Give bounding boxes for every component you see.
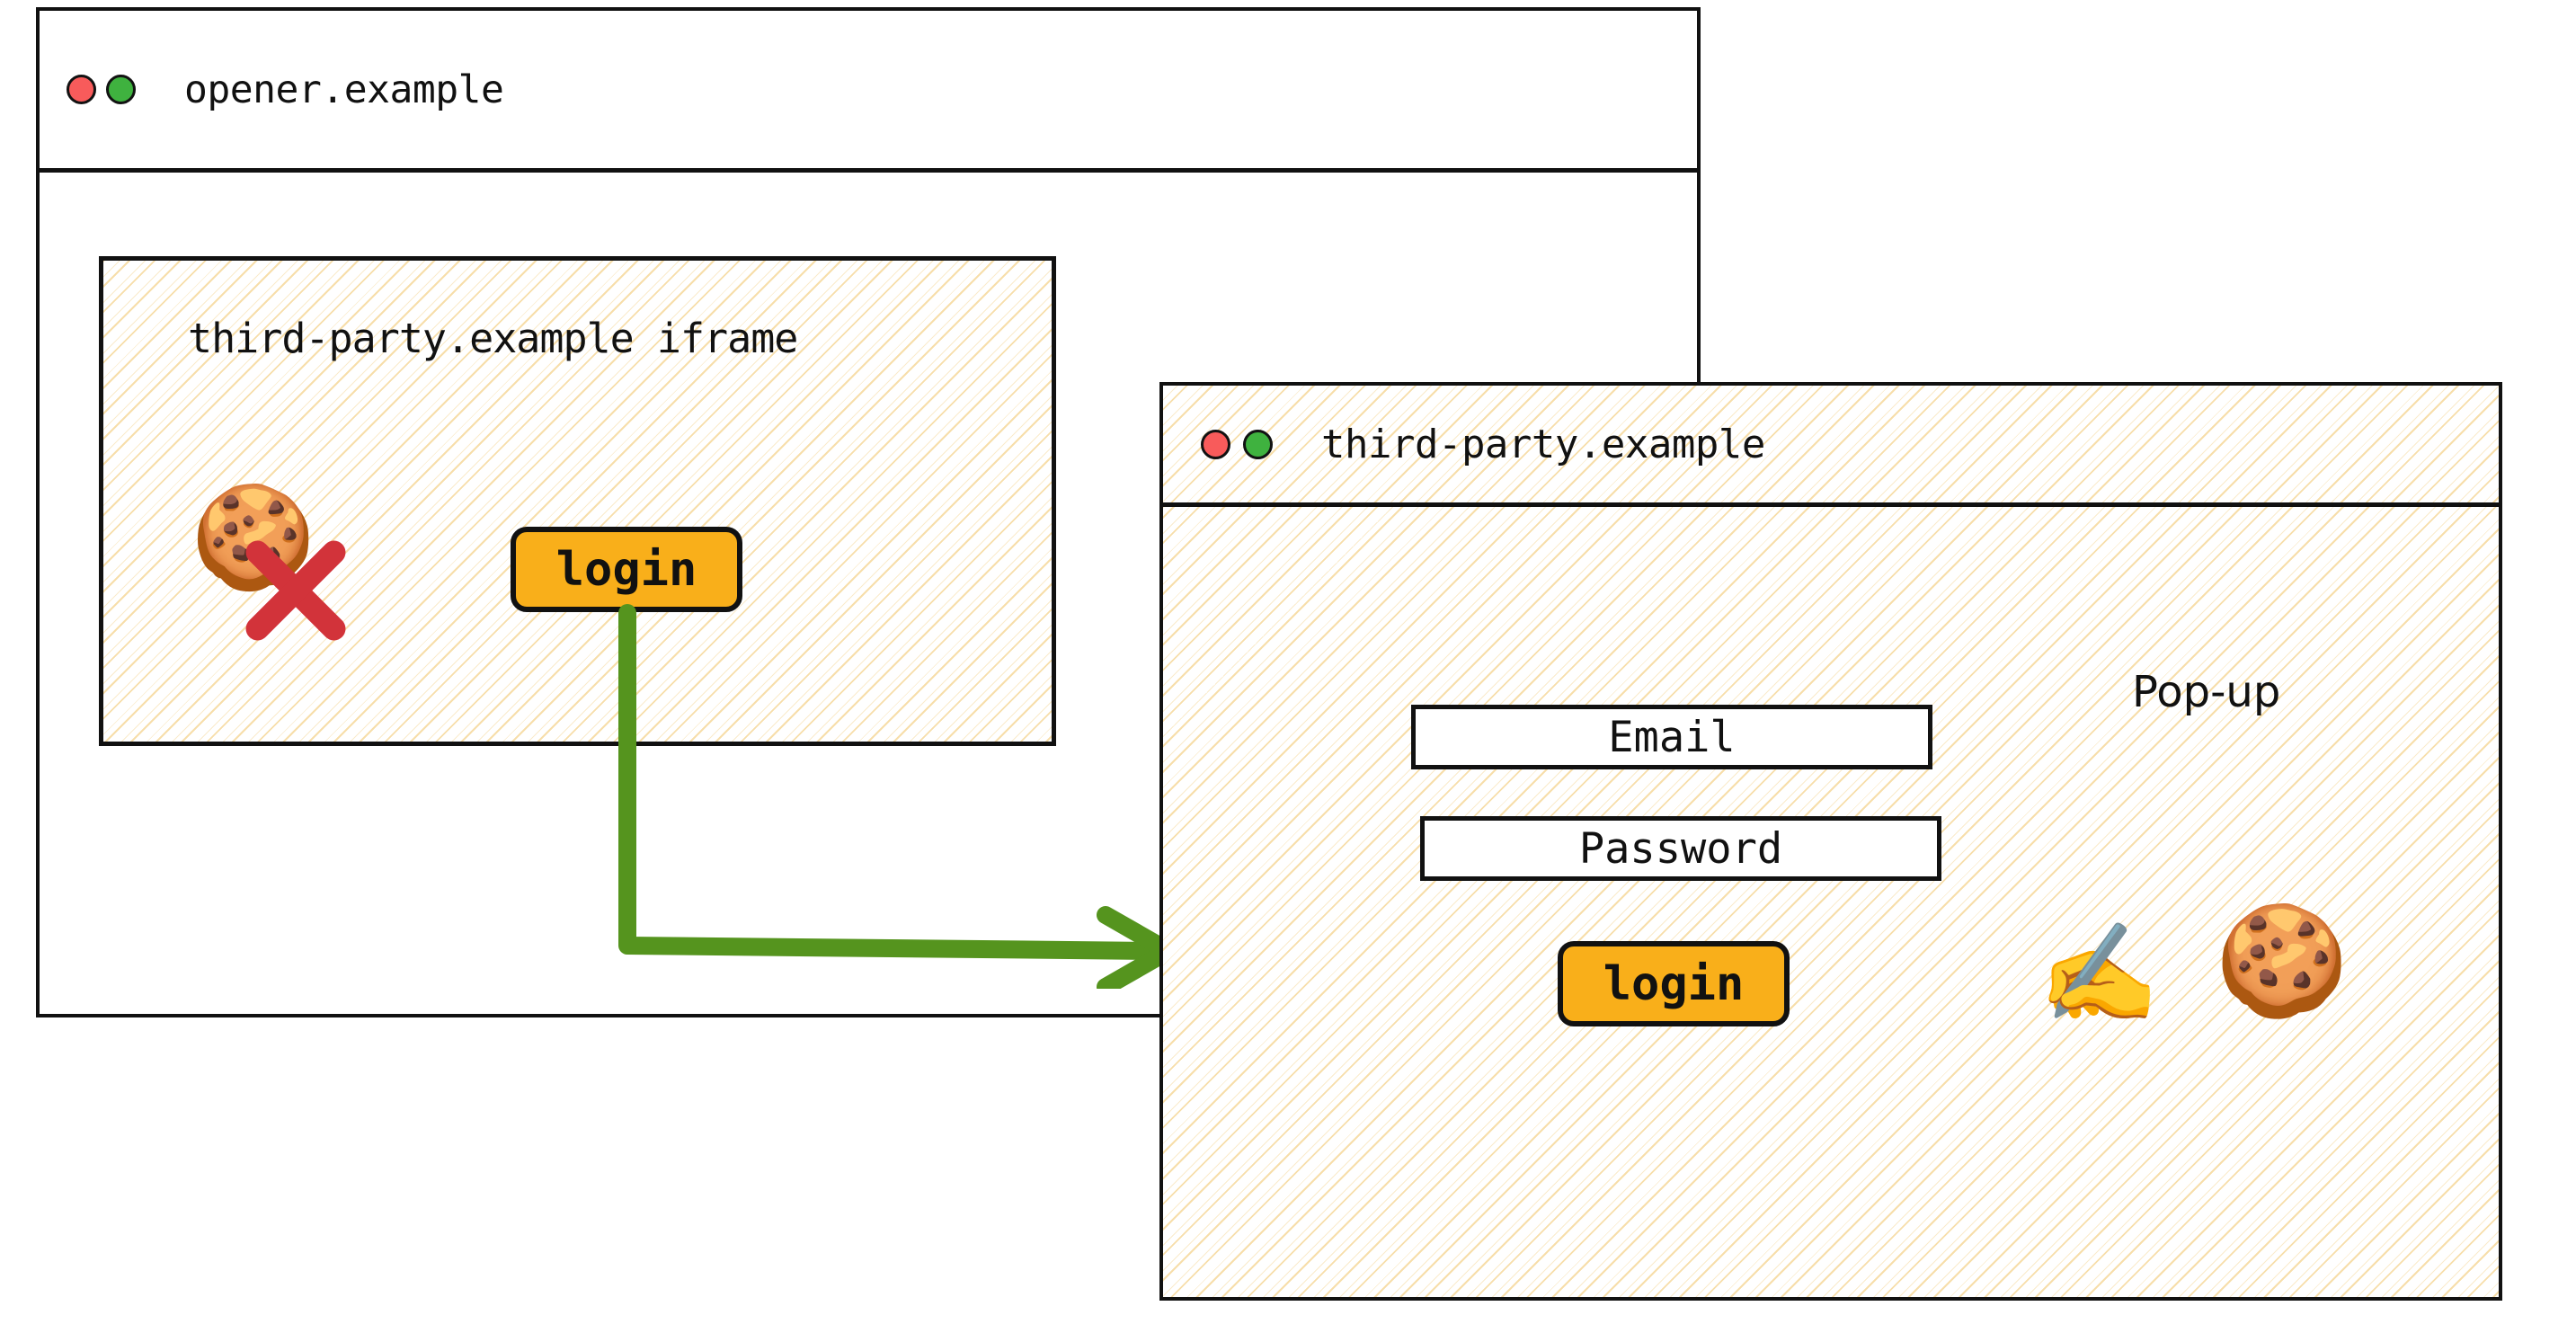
writing-hand-icon: ✍️ (2039, 918, 2160, 1030)
close-dot[interactable] (1201, 429, 1230, 459)
popup-login-button[interactable]: login (1558, 941, 1790, 1026)
maximize-dot[interactable] (106, 75, 136, 104)
iframe-login-button[interactable]: login (511, 527, 742, 612)
iframe-label: third-party.example iframe (188, 315, 798, 362)
popup-window-title: third-party.example (1321, 421, 1765, 467)
popup-titlebar: third-party.example (1163, 386, 2499, 507)
third-party-iframe: third-party.example iframe (99, 256, 1056, 746)
maximize-dot[interactable] (1243, 429, 1273, 459)
cross-mark-icon (245, 540, 346, 641)
email-field[interactable]: Email (1411, 705, 1932, 769)
opener-titlebar: opener.example (40, 11, 1697, 173)
popup-annotation-label: Pop-up (2132, 667, 2281, 717)
password-field[interactable]: Password (1420, 816, 1941, 881)
opener-window-title: opener.example (184, 67, 504, 112)
close-dot[interactable] (67, 75, 96, 104)
cookie-icon: 🍪 (191, 479, 316, 596)
cookie-icon: 🍪 (2215, 899, 2349, 1024)
